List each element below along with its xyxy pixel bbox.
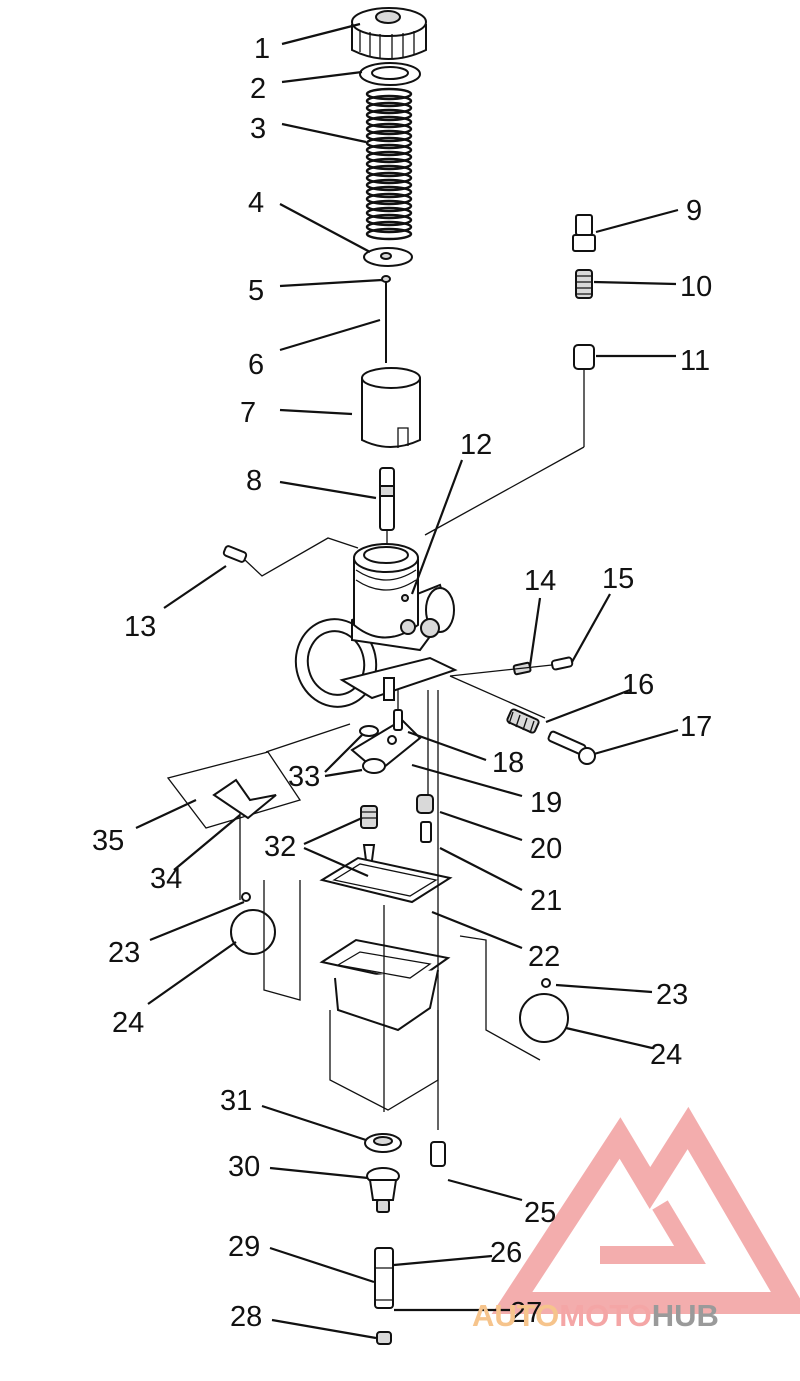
top-cap-nut	[351, 7, 427, 60]
carburetor-body	[294, 543, 458, 708]
bracket-axis	[265, 723, 351, 753]
callout-29: 29	[228, 1231, 260, 1263]
jet-holder	[374, 1247, 394, 1309]
o-ring-upper	[359, 725, 379, 737]
idle-adjust-screw	[572, 214, 596, 252]
pin-axis-line	[244, 537, 359, 577]
cable-pin	[222, 545, 248, 563]
callout-33: 33	[288, 761, 320, 793]
idle-screw-spring	[575, 269, 593, 299]
drain-bracket-plane	[166, 751, 302, 829]
callout-11: 11	[680, 345, 710, 377]
callout-12: 12	[460, 429, 492, 461]
callout-31: 31	[220, 1085, 252, 1117]
washer	[359, 62, 421, 86]
callout-35: 35	[92, 825, 124, 857]
pilot-jet	[376, 1331, 392, 1345]
callout-16: 16	[622, 669, 654, 701]
callout-labels: 1 2 3 4 5 6 7 8 9 10 11 12 13 14 15 16 1…	[92, 33, 712, 1333]
callout-18: 18	[492, 747, 524, 779]
drain-plug-washer	[364, 1133, 402, 1153]
callout-27: 27	[510, 1297, 542, 1329]
watermark-auto: AUTO	[472, 1298, 559, 1333]
drain-plug	[366, 1167, 400, 1213]
throttle-slide	[361, 367, 421, 448]
drain-bracket	[212, 778, 277, 820]
callout-4: 4	[248, 187, 264, 219]
callout-10: 10	[680, 271, 712, 303]
callout-14: 14	[524, 565, 556, 597]
callout-20: 20	[530, 833, 562, 865]
callout-3: 3	[250, 113, 266, 145]
throttle-spring	[365, 87, 413, 241]
float-right	[519, 978, 569, 1043]
svg-text:AUTOMOTOHUB: AUTOMOTOHUB	[472, 1298, 719, 1333]
callout-25: 25	[524, 1197, 556, 1229]
float-right-lines	[459, 935, 541, 1061]
needle-valve-seat	[360, 805, 378, 829]
watermark-moto: MOTO	[559, 1298, 651, 1333]
callout-21: 21	[530, 885, 562, 917]
float-pin	[393, 709, 403, 731]
callout-24-right: 24	[650, 1039, 682, 1071]
callout-15: 15	[602, 563, 634, 595]
callout-6: 6	[248, 349, 264, 381]
callout-23-right: 23	[656, 979, 688, 1011]
idle-screw-cap	[573, 344, 595, 370]
leader-lines	[135, 22, 679, 1340]
o-ring-lower	[362, 758, 386, 774]
callout-24-left: 24	[112, 1007, 144, 1039]
air-screw	[550, 656, 574, 671]
float-bowl	[319, 938, 451, 1032]
float-left	[230, 892, 276, 955]
callout-2: 2	[250, 73, 266, 105]
throttle-stop-spring	[506, 708, 540, 734]
callout-30: 30	[228, 1151, 260, 1183]
callout-7: 7	[240, 397, 256, 429]
callout-17: 17	[680, 711, 712, 743]
callout-13: 13	[124, 611, 156, 643]
watermark-hub: HUB	[652, 1298, 719, 1333]
callout-28: 28	[230, 1301, 262, 1333]
throttle-stop-screw	[547, 730, 596, 765]
screw-axis-line-2	[424, 446, 585, 536]
callout-22: 22	[528, 941, 560, 973]
needle-jet	[379, 467, 395, 548]
watermark-logo	[491, 1106, 800, 1314]
callout-19: 19	[530, 787, 562, 819]
air-screw-axis	[449, 664, 553, 677]
float-left-lines	[239, 805, 301, 1001]
callout-34: 34	[150, 863, 182, 895]
callout-26: 26	[490, 1237, 522, 1269]
watermark-text: AUTOMOTOHUB	[472, 1298, 719, 1333]
throttle-stop-axis	[449, 675, 546, 719]
callout-23-left: 23	[108, 937, 140, 969]
main-jet	[416, 794, 434, 843]
callout-32: 32	[264, 831, 296, 863]
callout-8: 8	[246, 465, 262, 497]
float-bowl-screw	[430, 1141, 446, 1167]
callout-5: 5	[248, 275, 264, 307]
spring-retainer	[363, 247, 413, 267]
callout-1: 1	[254, 33, 270, 65]
jet-needle	[381, 275, 391, 363]
callout-9: 9	[686, 195, 702, 227]
